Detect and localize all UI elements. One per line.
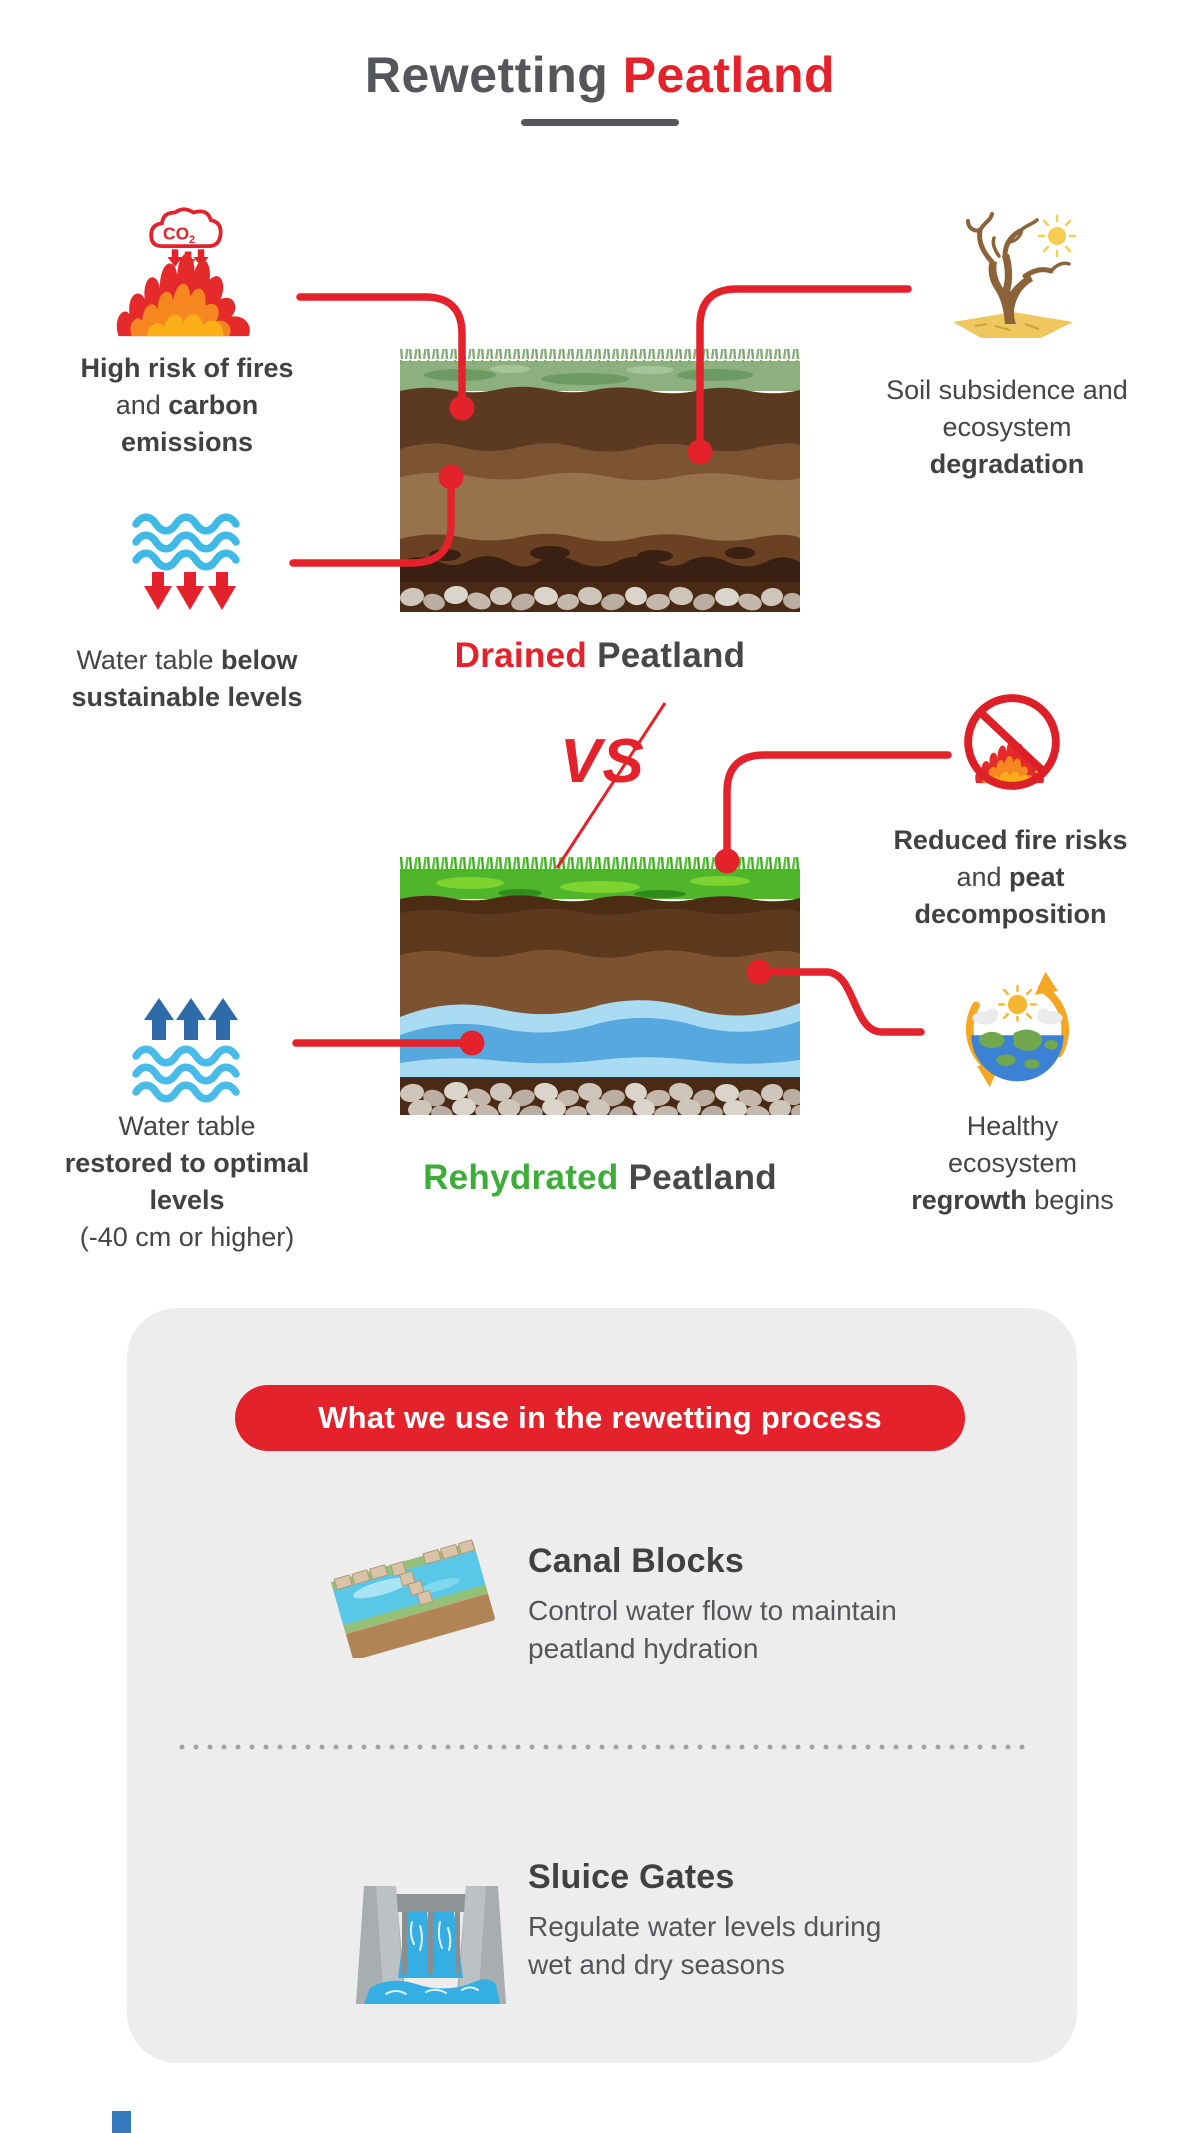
rehydrated-label-highlight: Rehydrated [423,1158,619,1197]
canal-block-icon [330,1539,495,1658]
rehydrated-peatland-illustration [400,857,800,1115]
title-underline [521,119,679,126]
page-title: Rewetting Peatland [0,46,1200,104]
ecosystem-cycle-icon [965,971,1070,1088]
vs-label: VS [560,727,645,796]
drained-label-highlight: Drained [454,636,588,675]
rehydrated-peatland-label: Rehydrated Peatland [380,1158,820,1198]
fire-co2-icon: CO2 [116,207,250,337]
drained-peatland-label: Drained Peatland [400,636,800,676]
sluice-gates-title: Sluice Gates [528,1858,735,1896]
title-gray: Rewetting [364,47,609,103]
title-red: Peatland [622,47,836,103]
dotted-divider [175,1744,1025,1750]
water-table-down-icon [132,513,240,610]
drained-peatland-illustration [400,349,800,612]
sluice-gate-icon [356,1886,506,2004]
sluice-gates-desc: Regulate water levels during wet and dry… [528,1911,882,1980]
rehydrated-label-rest: Peatland [628,1158,777,1197]
no-fire-icon [964,694,1060,790]
water-table-up-icon [132,998,240,1103]
dead-tree-icon [953,212,1077,338]
page-edge-mark [112,2111,131,2133]
svg-text:CO2: CO2 [163,224,195,246]
canal-blocks-desc: Control water flow to maintain peatland … [528,1595,897,1664]
process-panel-header: What we use in the rewetting process [235,1385,965,1451]
canal-blocks-title: Canal Blocks [528,1542,744,1580]
drained-label-rest: Peatland [597,636,746,675]
